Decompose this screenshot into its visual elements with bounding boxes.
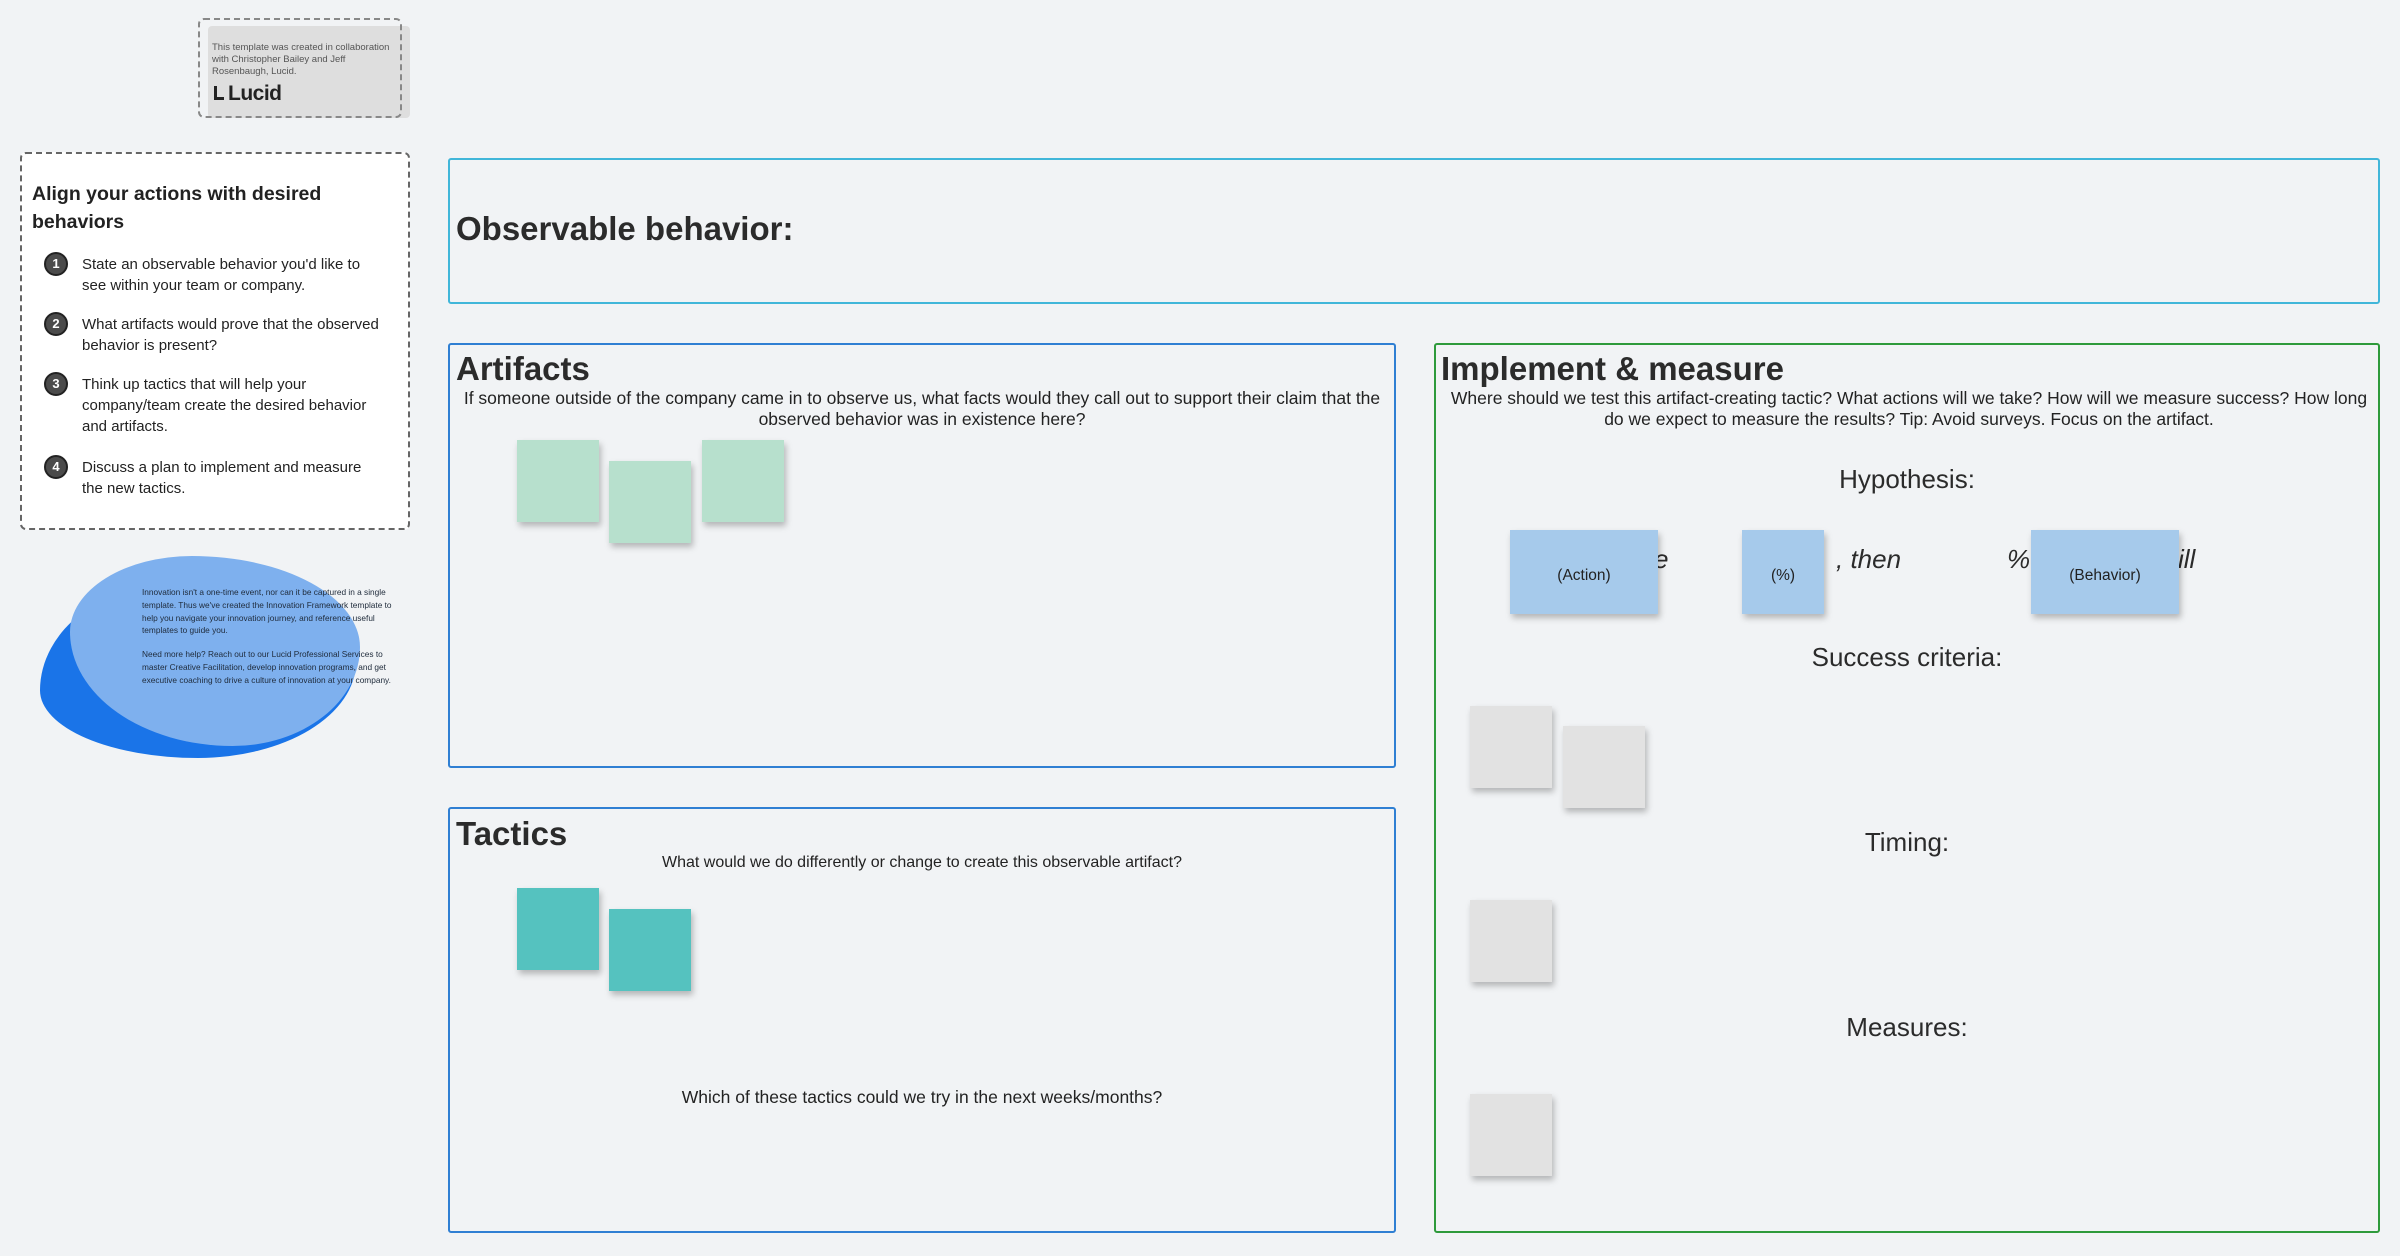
credit-card-border[interactable] [198,18,402,118]
measures-label: Measures: [1846,1012,1968,1042]
percent-sticky[interactable]: (%) [1742,530,1824,614]
sticky-note[interactable] [1470,706,1552,788]
sticky-note[interactable] [1470,900,1552,982]
hypothesis-label: Hypothesis: [1839,464,1975,494]
step-number-badge: 2 [44,312,68,336]
implement-measure-description: Where should we test this artifact-creat… [1450,388,2368,429]
blob-text: Innovation isn't a one-time event, nor c… [142,586,404,698]
blob-paragraph: Innovation isn't a one-time event, nor c… [142,587,392,636]
hypothesis-fragment: ill [2178,544,2196,574]
lucid-logo: Lucid [212,82,282,106]
artifacts-description: If someone outside of the company came i… [463,388,1381,429]
timing-label: Timing: [1864,827,1950,857]
implement-measure-title: Implement & measure [1441,350,1784,387]
step-number-badge: 4 [44,455,68,479]
sticky-note[interactable] [609,909,691,991]
lucid-logo-icon [214,86,224,100]
sticky-note[interactable] [609,461,691,543]
step-text: Discuss a plan to implement and measure … [82,459,362,497]
credit-card-background [208,26,410,118]
sticky-note[interactable] [1470,1094,1552,1176]
step-number-badge: 3 [44,372,68,396]
observable-behavior-title: Observable behavior: [456,210,794,247]
tactics-frame[interactable] [448,807,1396,1233]
sticky-note[interactable] [1563,726,1645,808]
observable-behavior-frame[interactable] [448,158,2380,304]
tactics-title: Tactics [456,815,568,852]
step-text: Think up tactics that will help your com… [82,376,367,435]
sticky-note[interactable] [517,440,599,522]
action-sticky[interactable]: (Action) [1510,530,1658,614]
success-criteria-label: Success criteria: [1811,642,2003,672]
step-text: What artifacts would prove that the obse… [82,316,379,354]
step-number-badge: 1 [44,252,68,276]
artifacts-title: Artifacts [456,350,590,387]
hypothesis-fragment: % [2007,544,2031,574]
tactics-question: Which of these tactics could we try in t… [681,1087,1163,1107]
blob-paragraph: Need more help? Reach out to our Lucid P… [142,649,391,685]
hypothesis-fragment: , then [1836,544,1902,574]
sticky-note[interactable] [702,440,784,522]
implement-measure-frame[interactable] [1434,343,2380,1233]
artifacts-frame[interactable] [448,343,1396,768]
sticky-note[interactable] [517,888,599,970]
lucid-logo-text: Lucid [228,82,282,105]
step-text: State an observable behavior you'd like … [82,256,361,294]
behavior-sticky[interactable]: (Behavior) [2031,530,2179,614]
tactics-description: What would we do differently or change t… [662,854,1182,871]
credit-text: This template was created in collaborati… [212,42,390,77]
instructions-title: Align your actions with desired behavior… [32,183,322,233]
instructions-panel[interactable] [20,152,410,530]
